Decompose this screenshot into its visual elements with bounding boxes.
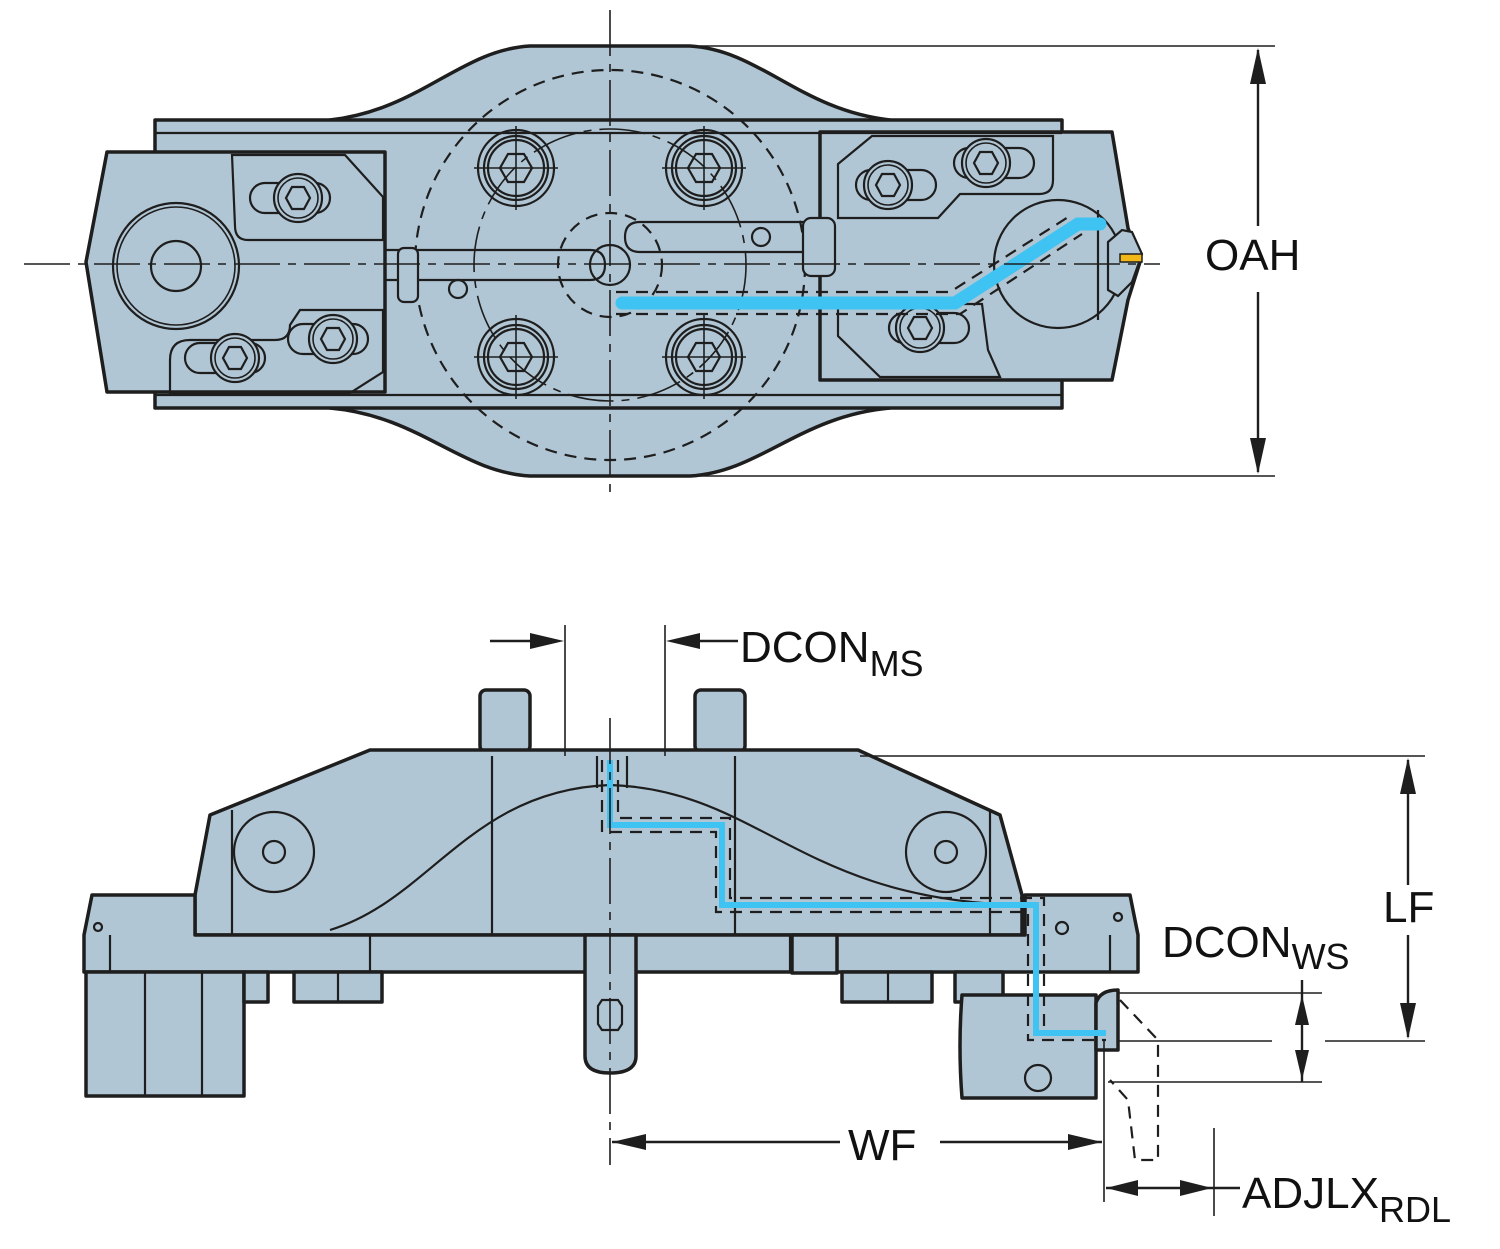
dcon-ms-arrow-right bbox=[666, 633, 700, 649]
right-arm-slot bbox=[623, 220, 820, 254]
left-clamp-plate-upper bbox=[230, 153, 385, 242]
wf-label: WF bbox=[848, 1121, 916, 1170]
adjlx-arrow-left bbox=[1106, 1180, 1138, 1196]
dcon-ms-label: DCONMS bbox=[740, 623, 924, 684]
side-hump-curve bbox=[329, 783, 1021, 932]
insert-holder bbox=[1106, 228, 1144, 298]
dcon-ms-arrow-left bbox=[530, 633, 564, 649]
lf-label: LF bbox=[1383, 883, 1434, 932]
side-right-step bbox=[790, 933, 839, 975]
side-cartridge-nose bbox=[1094, 988, 1120, 1052]
left-arm-block bbox=[396, 246, 420, 304]
wf-arrow-right bbox=[1068, 1134, 1102, 1150]
oah-label: OAH bbox=[1205, 231, 1300, 280]
cutting-insert-top bbox=[1119, 253, 1143, 263]
coolant-hidden-a bbox=[600, 760, 1106, 1042]
side-base-plate bbox=[82, 893, 1140, 974]
drive-pin-left bbox=[478, 688, 532, 754]
left-arm-slot bbox=[385, 248, 607, 282]
spigot-hex bbox=[596, 998, 624, 1032]
coolant-hidden-b bbox=[616, 760, 1046, 1026]
side-left-block bbox=[84, 970, 246, 1098]
left-arm-pin bbox=[447, 278, 469, 300]
left-bolt-1 bbox=[248, 172, 332, 224]
left-bolt-3 bbox=[183, 332, 267, 384]
right-bolt-3 bbox=[887, 302, 971, 354]
center-bolt-bottom-right bbox=[662, 315, 746, 399]
adjlx-rdl-label: ADJLXRDL bbox=[1242, 1169, 1451, 1230]
wf-arrow-left bbox=[612, 1134, 646, 1150]
side-left-lug bbox=[242, 970, 270, 1004]
center-bolt-top-left bbox=[474, 126, 558, 210]
adjlx-arrow-right bbox=[1180, 1180, 1212, 1196]
right-clamp-plate-lower bbox=[836, 302, 1002, 379]
side-view bbox=[82, 625, 1425, 1216]
center-bolt-top-right bbox=[662, 126, 746, 210]
center-bolt-bottom-left bbox=[474, 315, 558, 399]
right-arm-pin bbox=[750, 226, 772, 248]
right-bolt-1 bbox=[854, 159, 938, 211]
side-pin-right bbox=[1054, 920, 1070, 936]
left-bolt-2 bbox=[286, 313, 370, 365]
right-clamp-plate-upper bbox=[836, 134, 1055, 220]
oah-arrow-top bbox=[1250, 48, 1266, 84]
drive-pin-right bbox=[693, 688, 747, 754]
lf-arrow-bottom bbox=[1400, 1003, 1416, 1039]
left-pivot-circle-outer bbox=[111, 201, 241, 331]
oah-arrow-bottom bbox=[1250, 438, 1266, 474]
side-cartridge-screw bbox=[1023, 1063, 1053, 1093]
coolant-hidden-upper bbox=[616, 213, 1074, 294]
tool-hidden-outline bbox=[1109, 999, 1160, 1162]
dcon-ws-label: DCONWS bbox=[1162, 918, 1350, 977]
right-bolt-2 bbox=[952, 137, 1036, 189]
left-pivot-circle-ring bbox=[116, 206, 236, 326]
side-pin-left bbox=[92, 921, 104, 933]
dcon-ws-arrow-top bbox=[1295, 995, 1309, 1025]
left-pivot-hole bbox=[149, 239, 203, 293]
side-pivot-left bbox=[232, 810, 316, 894]
side-pivot-right bbox=[904, 810, 988, 894]
lf-arrow-top bbox=[1400, 758, 1416, 794]
top-view bbox=[24, 10, 1275, 500]
side-cartridge bbox=[958, 993, 1098, 1100]
coolant-hidden-lower bbox=[616, 233, 1083, 316]
right-arm-block bbox=[801, 216, 837, 278]
dcon-ws-arrow-bottom bbox=[1295, 1050, 1309, 1080]
